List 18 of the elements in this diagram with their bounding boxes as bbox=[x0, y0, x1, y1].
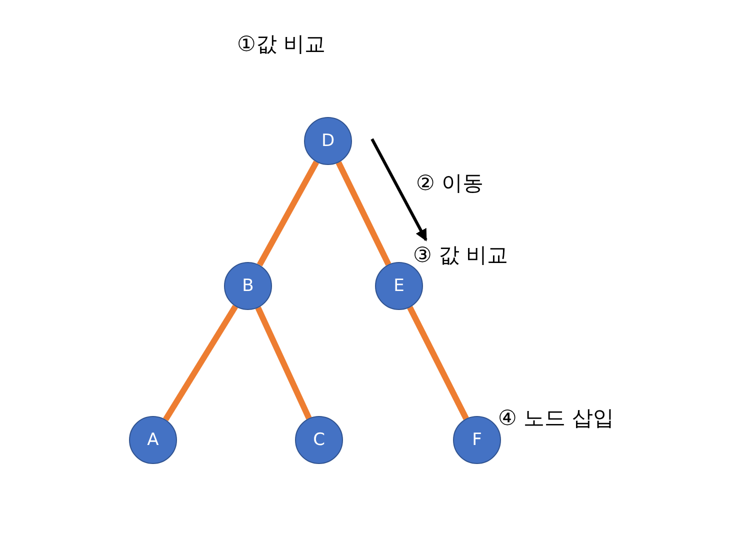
tree-edge bbox=[255, 306, 312, 420]
node-letter: B bbox=[241, 275, 255, 298]
step-label: ①값 비교 bbox=[237, 31, 326, 57]
tree-node-circle bbox=[295, 416, 343, 464]
step-label: ④ 노드 삽입 bbox=[498, 405, 614, 431]
tree-edge bbox=[336, 161, 392, 266]
node-letter: D bbox=[320, 130, 336, 153]
step-label: ② 이동 bbox=[416, 170, 484, 196]
tree-edge bbox=[407, 306, 469, 420]
node-letter: E bbox=[392, 275, 406, 298]
tree-node-circle bbox=[129, 416, 177, 464]
step-label: ③ 값 비교 bbox=[413, 242, 508, 268]
tree-edge bbox=[163, 304, 238, 422]
tree-node-circle bbox=[224, 262, 272, 310]
node-letter: F bbox=[471, 429, 483, 452]
tree-edge bbox=[256, 160, 320, 266]
node-letter: C bbox=[312, 429, 326, 452]
node-letter: A bbox=[146, 429, 160, 452]
